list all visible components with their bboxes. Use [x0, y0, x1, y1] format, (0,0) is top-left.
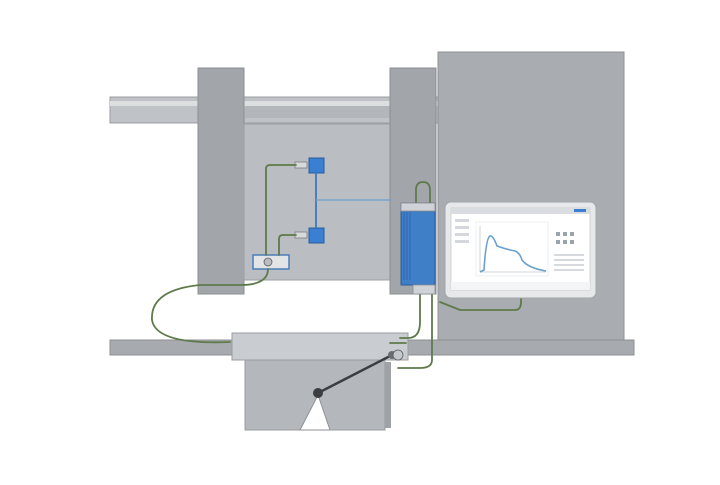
tie-bar-highlight	[110, 101, 440, 106]
lever-pivot	[313, 388, 323, 398]
cable-to-amp	[151, 268, 269, 344]
cavity-pressure-sensor	[308, 227, 325, 244]
signal-cables	[151, 164, 522, 369]
slide-block	[231, 332, 409, 361]
amplifier-ribs	[403, 212, 411, 280]
slide-connector	[392, 349, 404, 361]
pedestal-shadow	[385, 362, 391, 428]
monitor-chart-area	[475, 221, 549, 277]
cable-amp-bottom	[399, 291, 421, 339]
cable-amp-down	[397, 291, 433, 369]
nozzle-notch	[299, 393, 331, 431]
cable-to-monitor	[439, 296, 522, 311]
cable-amp-top	[415, 181, 431, 204]
moving-platen	[197, 67, 245, 295]
cable-sensor-bottom	[278, 234, 297, 256]
monitor-sidebar	[455, 219, 469, 243]
monitor-logo	[574, 209, 586, 212]
monitor-titlebar	[451, 208, 590, 214]
cavity-pressure-sensor	[308, 157, 325, 174]
cable-sensor-top	[265, 164, 297, 256]
amplifier-foot	[412, 284, 436, 295]
tie-bar-lower	[245, 106, 390, 118]
connector-port	[263, 257, 273, 267]
pressure-curve	[479, 235, 547, 273]
monitor-indicators	[556, 232, 574, 244]
monitor-table	[554, 254, 584, 271]
amplifier-cap	[400, 202, 436, 212]
charge-amplifier	[400, 202, 436, 286]
monitor-footer	[451, 282, 590, 290]
lever-handle	[316, 353, 394, 395]
